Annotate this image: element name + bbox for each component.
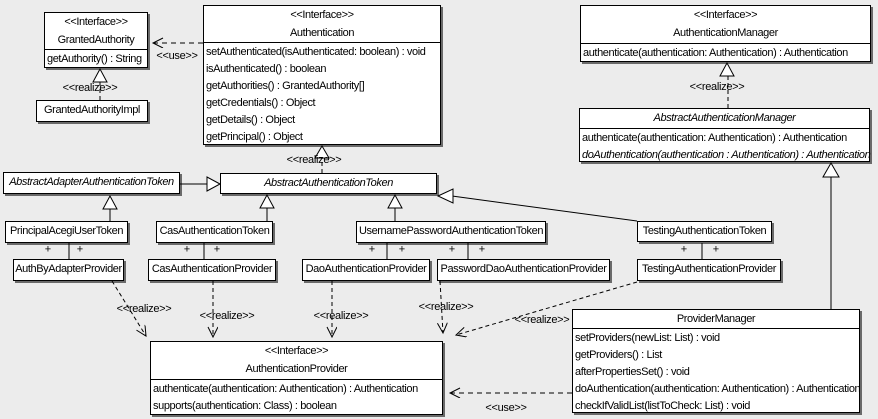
class-authentication[interactable]: <<Interface>> Authentication setAuthenti… bbox=[203, 5, 441, 145]
method: authenticate(authentication: Authenticat… bbox=[583, 47, 848, 59]
class-name: GrantedAuthority bbox=[57, 34, 135, 46]
method: afterPropertiesSet() : void bbox=[575, 366, 690, 378]
edge-label-realize: <<realize>> bbox=[313, 310, 369, 322]
method: setProviders(newList: List) : void bbox=[575, 332, 720, 344]
class-name: CasAuthenticationProvider bbox=[151, 263, 273, 275]
class-abstract-authentication-manager[interactable]: AbstractAuthenticationManager authentica… bbox=[579, 108, 871, 162]
method: doAuthentication(authentication: Authent… bbox=[575, 383, 861, 395]
edge-gen-providermanager bbox=[822, 161, 840, 309]
class-name: PrincipalAcegiUserToken bbox=[9, 225, 124, 237]
class-granted-authority[interactable]: <<Interface>> GrantedAuthority getAuthor… bbox=[44, 12, 148, 68]
class-name: AuthenticationManager bbox=[673, 27, 778, 39]
edge-gen-testingtoken bbox=[436, 188, 638, 222]
method: authenticate(authentication: Authenticat… bbox=[153, 383, 418, 395]
method: getCredentials() : Object bbox=[206, 97, 316, 109]
class-name: GrantedAuthorityImpl bbox=[44, 104, 140, 116]
edge-gen-castoken bbox=[259, 193, 275, 221]
class-header: AbstractAuthenticationManager bbox=[580, 109, 869, 129]
association-plus-mark: + bbox=[448, 243, 456, 256]
class-header: ProviderManager bbox=[573, 310, 859, 329]
edge-label-use: <<use>> bbox=[156, 50, 198, 62]
edge-label-realize: <<realize>> bbox=[418, 301, 474, 313]
class-abstract-authentication-token[interactable]: AbstractAuthenticationToken bbox=[220, 173, 437, 194]
class-abstract-adapter-authentication-token[interactable]: AbstractAdapterAuthenticationToken bbox=[3, 172, 180, 194]
association-plus-mark: + bbox=[368, 243, 376, 256]
class-name: AbstractAuthenticationToken bbox=[264, 177, 393, 189]
association-plus-mark: + bbox=[398, 243, 406, 256]
class-password-dao-authentication-provider[interactable]: PasswordDaoAuthenticationProvider bbox=[437, 259, 610, 281]
class-name: TestingAuthenticationToken bbox=[642, 225, 767, 237]
edge-gen-adaptertoken-abstracttoken bbox=[180, 176, 222, 192]
association-plus-mark: + bbox=[213, 243, 221, 256]
stereotype: <<Interface>> bbox=[264, 345, 329, 357]
stereotype: <<Interface>> bbox=[693, 9, 758, 21]
method: getAuthority() : String bbox=[47, 53, 142, 65]
method: supports(authentication: Class) : boolea… bbox=[153, 400, 337, 412]
class-name: AuthByAdapterProvider bbox=[15, 263, 122, 275]
class-cas-authentication-token[interactable]: CasAuthenticationToken bbox=[156, 221, 273, 243]
class-testing-authentication-provider[interactable]: TestingAuthenticationProvider bbox=[637, 259, 781, 281]
class-cas-authentication-provider[interactable]: CasAuthenticationProvider bbox=[148, 259, 276, 281]
method: getProviders() : List bbox=[575, 349, 662, 361]
method: getPrincipal() : Object bbox=[206, 131, 303, 143]
class-name: DaoAuthenticationProvider bbox=[305, 263, 427, 275]
association-plus-mark: + bbox=[76, 243, 84, 256]
edge-gen-usernamepasswordtoken bbox=[387, 193, 403, 221]
edge-label-realize: <<realize>> bbox=[62, 82, 118, 94]
class-name: Authentication bbox=[289, 27, 355, 39]
class-name: ProviderManager bbox=[676, 313, 756, 325]
class-header: <<Interface>> GrantedAuthority bbox=[45, 13, 147, 50]
edge-label-realize: <<realize>> bbox=[199, 310, 255, 322]
association-plus-mark: + bbox=[183, 243, 191, 256]
class-name: PasswordDaoAuthenticationProvider bbox=[440, 263, 607, 275]
class-name: AuthenticationProvider bbox=[245, 363, 348, 375]
edge-label-use: <<use>> bbox=[485, 402, 527, 414]
class-authentication-provider[interactable]: <<Interface>> AuthenticationProvider aut… bbox=[150, 341, 443, 415]
method: getDetails() : Object bbox=[206, 114, 295, 126]
edge-label-realize: <<realize>> bbox=[286, 154, 342, 166]
class-testing-authentication-token[interactable]: TestingAuthenticationToken bbox=[637, 221, 772, 242]
class-name: AbstractAuthenticationManager bbox=[653, 112, 796, 124]
class-provider-manager[interactable]: ProviderManager setProviders(newList: Li… bbox=[572, 309, 861, 413]
association-plus-mark: + bbox=[44, 243, 52, 256]
class-header: <<Interface>> AuthenticationProvider bbox=[151, 342, 442, 380]
association-plus-mark: + bbox=[712, 243, 720, 256]
class-username-password-authentication-token[interactable]: UsernamePasswordAuthenticationToken bbox=[356, 221, 546, 243]
class-name: AbstractAdapterAuthenticationToken bbox=[9, 176, 174, 188]
method: isAuthenticated() : boolean bbox=[206, 63, 327, 75]
class-authentication-manager[interactable]: <<Interface>> AuthenticationManager auth… bbox=[580, 5, 871, 62]
method: getAuthorities() : GrantedAuthority[] bbox=[206, 80, 365, 92]
method: setAuthenticated(isAuthenticated: boolea… bbox=[206, 46, 426, 58]
method: authenticate(authentication: Authenticat… bbox=[582, 132, 847, 144]
class-auth-by-adapter-provider[interactable]: AuthByAdapterProvider bbox=[13, 259, 124, 281]
class-name: CasAuthenticationToken bbox=[159, 225, 270, 237]
class-name: UsernamePasswordAuthenticationToken bbox=[358, 225, 544, 237]
edge-gen-principaltoken bbox=[102, 194, 118, 221]
class-dao-authentication-provider[interactable]: DaoAuthenticationProvider bbox=[302, 259, 430, 281]
association-plus-mark: + bbox=[680, 243, 688, 256]
method: doAuthentication(authentication : Authen… bbox=[582, 149, 871, 161]
class-name: TestingAuthenticationProvider bbox=[642, 263, 776, 275]
class-header: <<Interface>> AuthenticationManager bbox=[581, 6, 870, 44]
edge-label-realize: <<realize>> bbox=[514, 314, 570, 326]
stereotype: <<Interface>> bbox=[64, 16, 128, 28]
class-principal-acegi-user-token[interactable]: PrincipalAcegiUserToken bbox=[5, 221, 128, 243]
edge-label-realize: <<realize>> bbox=[116, 303, 172, 315]
class-granted-authority-impl[interactable]: GrantedAuthorityImpl bbox=[36, 100, 148, 122]
stereotype: <<Interface>> bbox=[290, 9, 354, 21]
edge-label-realize: <<realize>> bbox=[689, 81, 745, 93]
association-plus-mark: + bbox=[478, 243, 486, 256]
method: checkIfValidList(listToCheck: List) : vo… bbox=[575, 400, 750, 412]
class-header: <<Interface>> Authentication bbox=[204, 6, 440, 43]
